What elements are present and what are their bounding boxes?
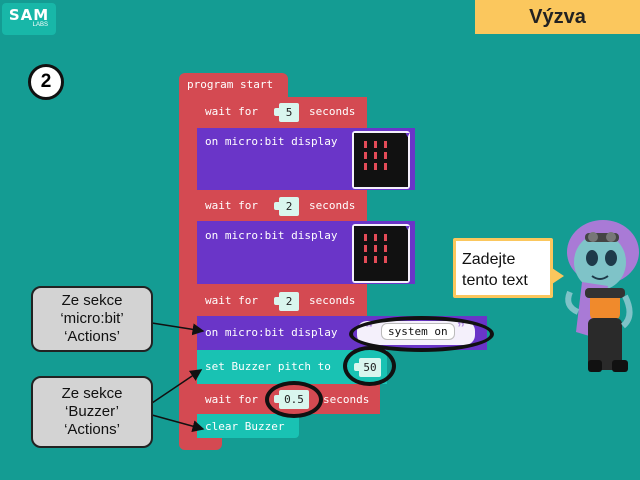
highlight-ring-pitch [343, 346, 396, 386]
callout-microbit-actions: Ze sekce ‘micro:bit’ ‘Actions’ [31, 286, 153, 352]
callout-buzzer-actions: Ze sekce ‘Buzzer’ ‘Actions’ [31, 376, 153, 448]
led-matrix-picker[interactable]: ▼ [352, 131, 411, 189]
program-start-label: program start [187, 78, 274, 91]
display-label: on micro:bit display [205, 229, 338, 242]
seconds-label: seconds [309, 105, 356, 118]
wait-label: wait for [205, 294, 258, 307]
dropdown-arrow-icon: ▼ [404, 225, 411, 232]
wait-label: wait for [205, 393, 258, 406]
program-start-footer [179, 438, 222, 450]
clear-buzzer-block[interactable]: clear Buzzer [197, 414, 299, 438]
wait-label: wait for [205, 105, 258, 118]
display-label: on micro:bit display [205, 326, 338, 339]
wait-block-2[interactable]: wait for 2 seconds [197, 190, 367, 221]
wait-seconds-input[interactable]: 5 [274, 103, 299, 122]
clear-buzzer-label: clear Buzzer [205, 420, 285, 433]
speech-bubble: Zadejte tento text [453, 238, 564, 298]
seconds-label: seconds [309, 294, 356, 307]
challenge-label: Výzva [475, 0, 640, 34]
wait-block-3[interactable]: wait for 2 seconds [197, 284, 367, 316]
buzzer-label: set Buzzer pitch to [205, 360, 331, 373]
led-matrix-picker[interactable]: ▼ [352, 224, 411, 283]
microbit-display-block-2[interactable]: on micro:bit display ▼ [197, 221, 415, 284]
logo-text: SAM [8, 6, 50, 24]
highlight-ring-wait [265, 381, 323, 418]
seconds-label: seconds [309, 199, 356, 212]
dropdown-arrow-icon: ▼ [404, 132, 411, 139]
program-start-spine [179, 96, 197, 448]
wait-seconds-input[interactable]: 2 [274, 197, 299, 216]
seconds-label: seconds [323, 393, 370, 406]
microbit-display-block-1[interactable]: on micro:bit display ▼ [197, 128, 415, 190]
wait-label: wait for [205, 199, 258, 212]
program-start-block[interactable]: program start [179, 73, 288, 97]
highlight-ring-text [349, 316, 494, 352]
wait-block-1[interactable]: wait for 5 seconds [197, 97, 367, 128]
wait-seconds-input[interactable]: 2 [274, 292, 299, 311]
step-number: 2 [28, 64, 64, 100]
display-label: on micro:bit display [205, 135, 338, 148]
sam-labs-logo: SAM LABS [2, 3, 56, 35]
logo-subtext: LABS [32, 22, 48, 28]
